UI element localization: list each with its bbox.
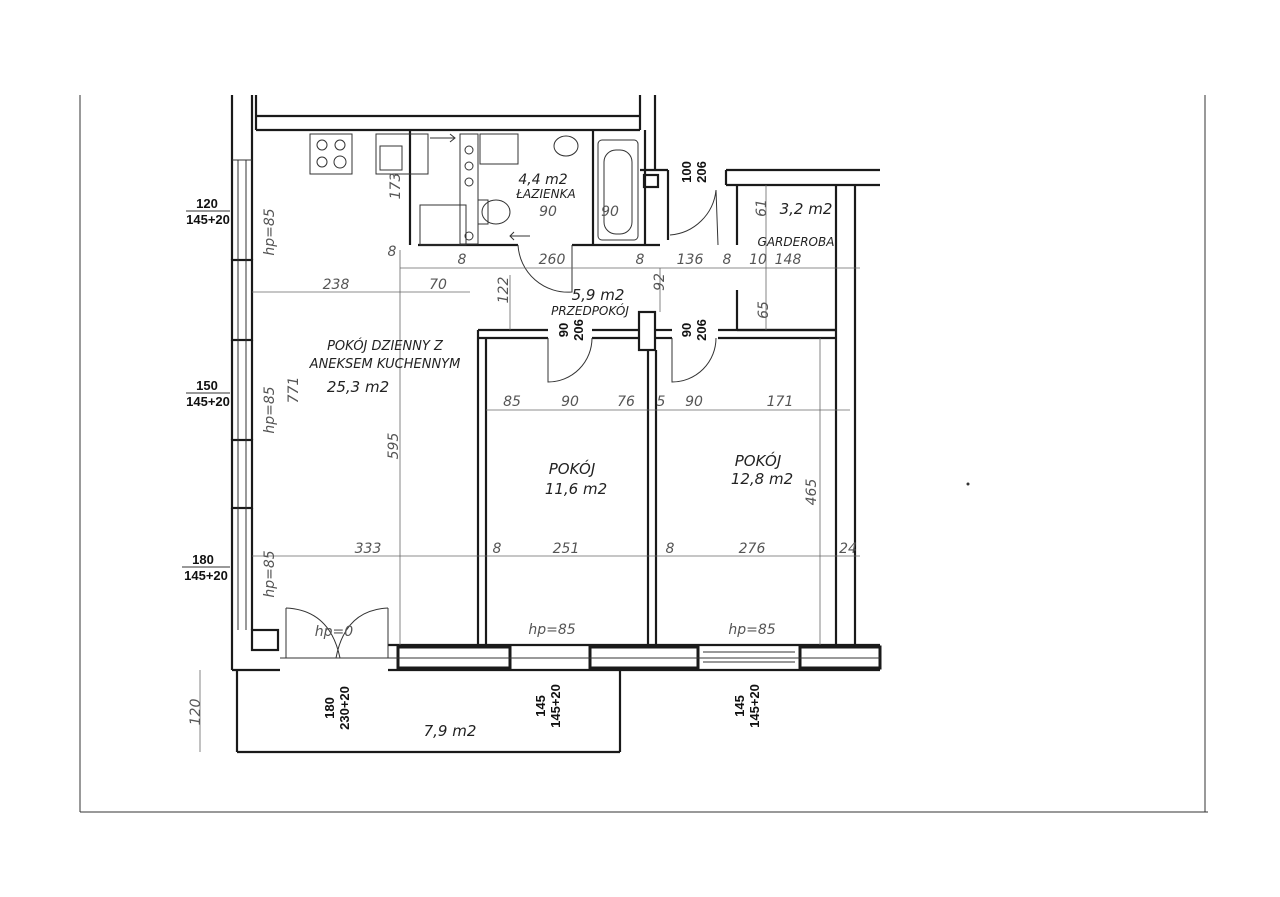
room1-door-width: 90 (556, 323, 571, 337)
dim-8a: 8 (388, 244, 397, 260)
dim-173: 173 (388, 173, 404, 200)
wardrobe-door-height: 206 (694, 161, 709, 183)
dim-8b: 8 (458, 252, 467, 268)
dim-85: 85 (503, 394, 521, 410)
exterior-wall-top (254, 95, 657, 170)
sill-height-2: hp=85 (262, 386, 278, 433)
dim-90b: 90 (601, 204, 619, 220)
dim-65: 65 (756, 301, 772, 319)
room2-door-height: 206 (694, 319, 709, 341)
dim-120: 120 (188, 699, 204, 726)
window1-height: 145+20 (186, 212, 230, 227)
window5-height: 145+20 (747, 684, 762, 728)
dim-148: 148 (775, 252, 802, 268)
window4-width: 145 (533, 695, 548, 717)
dim-276: 276 (739, 541, 766, 557)
speck-dot (966, 482, 970, 486)
dim-76: 76 (617, 394, 635, 410)
dim-260: 260 (539, 252, 566, 268)
window2-height: 145+20 (186, 394, 230, 409)
room2-door-width: 90 (679, 323, 694, 337)
exterior-wall-bottom (230, 628, 882, 672)
dim-70: 70 (429, 277, 447, 293)
balcony-door (285, 607, 389, 659)
dim-771: 771 (286, 377, 302, 404)
wardrobe-walls (724, 168, 880, 645)
dim-8f: 8 (666, 541, 675, 557)
bathroom-area: 4,4 m2 (518, 172, 567, 188)
sill-height-3: hp=85 (262, 550, 278, 597)
balcony-outline (235, 670, 622, 754)
window3-width: 180 (192, 552, 214, 567)
window-glazing-left (237, 160, 247, 630)
balcony-door-height: 230+20 (337, 686, 352, 730)
dim-122: 122 (496, 277, 512, 304)
dim-8c: 8 (636, 252, 645, 268)
window5-width: 145 (732, 695, 747, 717)
sill-height-4: hp=0 (315, 624, 353, 640)
dim-171: 171 (767, 394, 794, 410)
wardrobe-area: 3,2 m2 (780, 200, 833, 218)
room1-area: 11,6 m2 (545, 480, 607, 498)
dim-251: 251 (553, 541, 580, 557)
dim-238: 238 (323, 277, 350, 293)
living-room-name-1: POKÓJ DZIENNY Z (327, 338, 444, 354)
kitchen-fixtures (309, 133, 467, 246)
dim-90d: 90 (685, 394, 703, 410)
dim-8e: 8 (493, 541, 502, 557)
window3-height: 145+20 (184, 568, 228, 583)
hall-name: PRZEDPOKÓJ (551, 303, 629, 318)
dim-90a: 90 (539, 204, 557, 220)
dim-8d: 8 (723, 252, 732, 268)
room2-area: 12,8 m2 (731, 470, 793, 488)
dim-136: 136 (677, 252, 704, 268)
balcony-door-width: 180 (322, 697, 337, 719)
room2-name: POKÓJ (735, 451, 782, 470)
dim-595: 595 (386, 433, 402, 460)
dim-92: 92 (652, 273, 668, 291)
living-room-area: 25,3 m2 (327, 378, 389, 396)
living-room-name-2: ANEKSEM KUCHENNYM (309, 357, 461, 372)
sill-height-1: hp=85 (262, 208, 278, 255)
dim-10: 10 (749, 252, 767, 268)
dim-90c: 90 (561, 394, 579, 410)
sill-height-6: hp=85 (728, 622, 775, 638)
dim-61: 61 (754, 199, 770, 217)
dim-333: 333 (355, 541, 382, 557)
dim-24: 24 (839, 541, 857, 557)
room-partitions (476, 310, 836, 645)
bathroom-name: ŁAZIENKA (515, 187, 575, 201)
hall-area: 5,9 m2 (572, 286, 625, 304)
window1-width: 120 (196, 196, 218, 211)
window2-width: 150 (196, 378, 218, 393)
dim-465: 465 (804, 479, 820, 506)
bathroom-fixtures (459, 133, 639, 245)
wardrobe-name: GARDEROBA (758, 235, 835, 249)
door-swings (517, 189, 719, 383)
dimension-lines (199, 185, 860, 752)
sill-height-5: hp=85 (528, 622, 575, 638)
room1-door-height: 206 (571, 319, 586, 341)
dim-5: 5 (657, 394, 666, 410)
wardrobe-door-width: 100 (679, 161, 694, 183)
room1-name: POKÓJ (549, 459, 596, 478)
balcony-area: 7,9 m2 (424, 722, 477, 740)
exterior-wall-left (230, 95, 254, 630)
window4-height: 145+20 (548, 684, 563, 728)
